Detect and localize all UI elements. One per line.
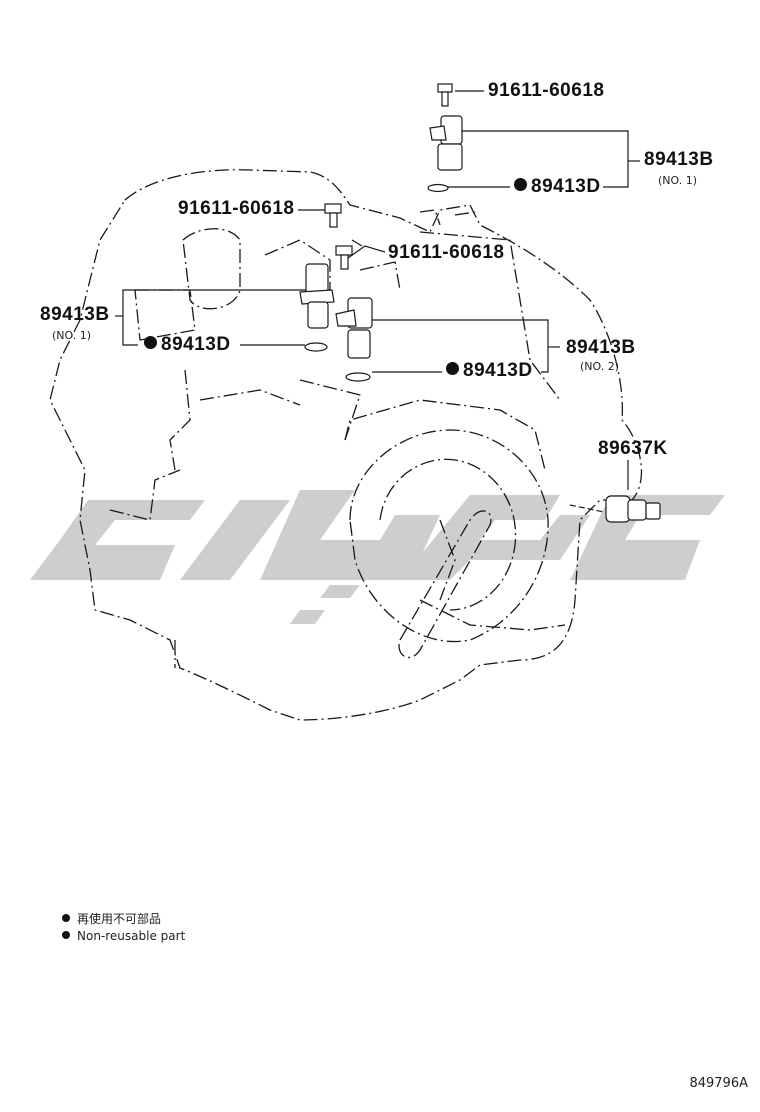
part-sublabel-sensor-top: (NO. 1) (658, 174, 698, 187)
legend-line-jp: 再使用不可部品 (62, 910, 161, 927)
non-reusable-dot-icon (446, 362, 459, 375)
bolt-mid (335, 245, 353, 270)
non-reusable-dot-icon (514, 178, 527, 191)
pressure-switch (569, 495, 661, 523)
part-label-sensor-left: 89413B (40, 304, 110, 325)
speed-sensor-no2-right (335, 297, 373, 359)
part-label-sensor-right: 89413B (566, 337, 636, 358)
non-reusable-dot-icon (144, 336, 157, 349)
leader-lines (115, 90, 640, 490)
o-ring-right (345, 372, 371, 382)
part-sublabel-sensor-right: (NO. 2) (580, 360, 620, 373)
oring-right-text: 89413D (463, 360, 533, 381)
part-label-bolt-mid: 91611-60618 (388, 242, 505, 263)
legend-dot-icon (62, 914, 70, 922)
oring-left-text: 89413D (161, 334, 231, 355)
part-label-oring-top: 89413D (514, 176, 601, 198)
o-ring-top (427, 183, 449, 193)
illustration-code: 849796A (689, 1076, 748, 1091)
speed-sensor-no1-left (299, 263, 335, 329)
part-label-bolt-top: 91611-60618 (488, 80, 605, 101)
part-label-sensor-top: 89413B (644, 149, 714, 170)
legend-line-en: Non-reusable part (62, 929, 185, 943)
legend-text-jp: 再使用不可部品 (77, 912, 162, 926)
bolt-top (437, 83, 453, 107)
legend-dot-icon (62, 931, 70, 939)
part-label-oring-left: 89413D (144, 334, 231, 356)
bolt-left (324, 203, 342, 228)
speed-sensor-no1-top (429, 115, 463, 171)
o-ring-left (304, 342, 328, 352)
part-label-bolt-left: 91611-60618 (178, 198, 295, 219)
legend-text-en: Non-reusable part (77, 929, 186, 943)
part-label-oring-right: 89413D (446, 360, 533, 382)
part-label-switch: 89637K (598, 438, 668, 459)
watermark-logo (30, 490, 725, 624)
oring-top-text: 89413D (531, 176, 601, 197)
part-sublabel-sensor-left: (NO. 1) (52, 329, 92, 342)
transmission-outline (49, 169, 643, 721)
